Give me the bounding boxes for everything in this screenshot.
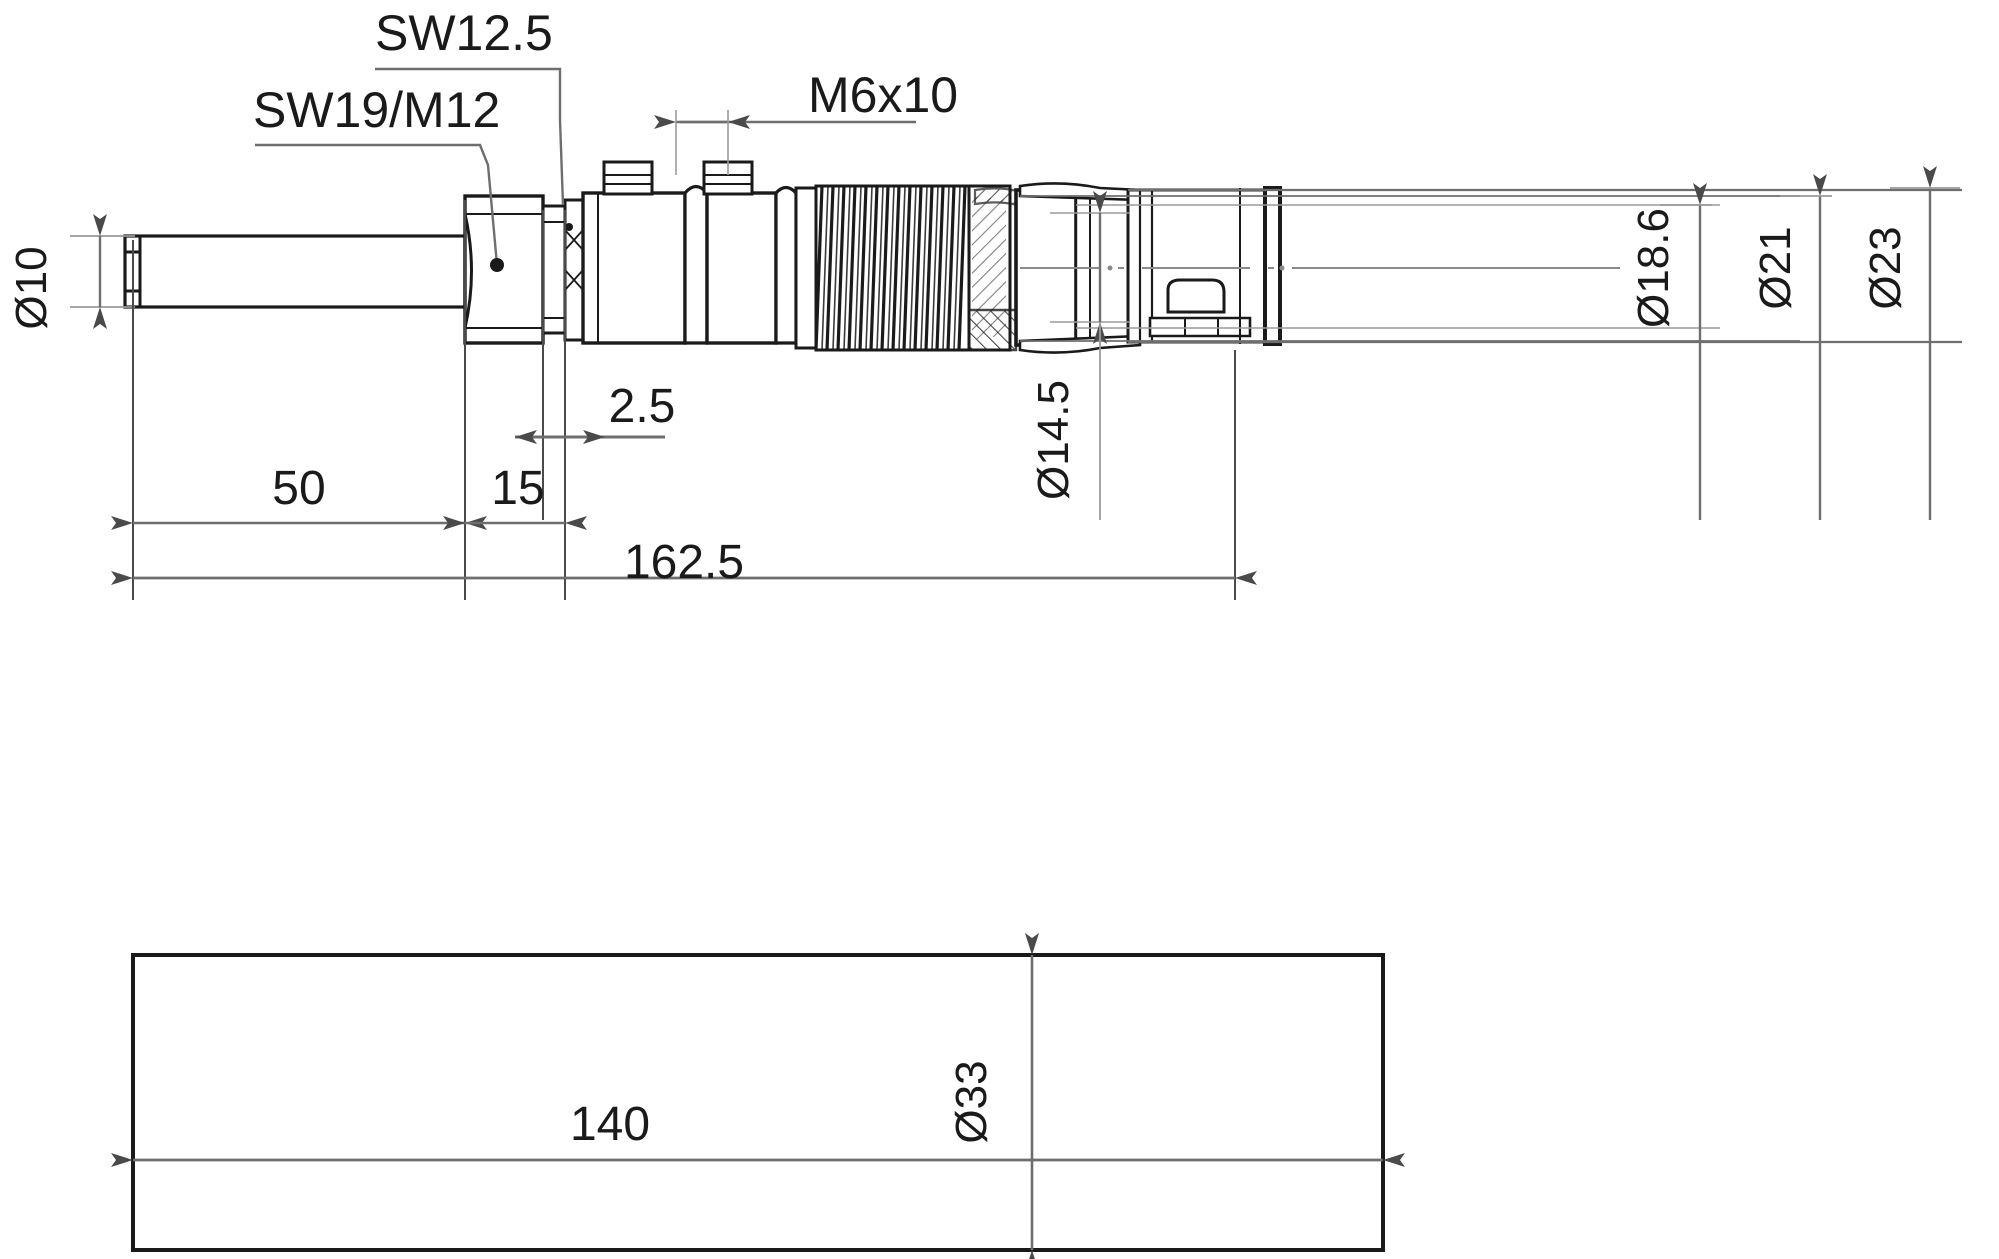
text-layer: SW12.5 SW19/M12 M6x10 Ø10 50 15 2.5 162.…	[7, 5, 1910, 1151]
m6x10-width-arrows	[654, 110, 750, 175]
dim-label-len-162-5: 162.5	[624, 536, 744, 589]
latch-detail	[1166, 278, 1226, 314]
main-assembly-geometry	[123, 160, 1962, 354]
dim-label-dia-18-6: Ø18.6	[1629, 208, 1678, 328]
hex-nut-sw19	[463, 194, 545, 345]
dim-label-len-2-5: 2.5	[609, 380, 676, 433]
dim-label-dia-21: Ø21	[1751, 226, 1800, 309]
dimension-dia-18-6	[1660, 183, 1712, 520]
callout-sw19-m12: SW19/M12	[253, 82, 500, 138]
set-screw-left	[602, 160, 654, 196]
probe-stem	[123, 234, 467, 309]
sw12-5-leader	[375, 67, 565, 206]
dim-label-len-50: 50	[272, 462, 325, 515]
thread-shoulder	[774, 185, 818, 350]
dimension-dia-23	[1890, 166, 1960, 520]
dim-label-dia-33: Ø33	[947, 1060, 996, 1143]
housing-outline-view	[131, 953, 1385, 1252]
coupling-seal	[967, 184, 1024, 352]
callout-sw12-5: SW12.5	[375, 5, 553, 61]
dim-label-dia-23: Ø23	[1861, 226, 1910, 309]
dimension-dia-14-5	[1050, 191, 1130, 520]
dimension-dia-21	[1780, 174, 1832, 520]
sw19-m12-leader	[255, 143, 499, 266]
threaded-section	[814, 184, 971, 352]
connector-shell	[1126, 188, 1267, 344]
sealing-washer	[541, 204, 567, 335]
dim-label-len-140: 140	[570, 1098, 650, 1151]
callout-m6x10: M6x10	[808, 67, 958, 123]
centre-line	[1020, 265, 1620, 271]
dimension-dia-10	[70, 214, 135, 329]
neck-body	[581, 160, 709, 345]
dim-label-len-15: 15	[491, 462, 544, 515]
dim-label-dia-10: Ø10	[7, 246, 56, 329]
dim-label-dia-14-5: Ø14.5	[1029, 380, 1078, 500]
rear-cap	[1239, 186, 1282, 346]
dimension-extension-lines	[132, 200, 1236, 600]
mid-body	[702, 160, 778, 345]
adapter-collar	[563, 198, 585, 342]
